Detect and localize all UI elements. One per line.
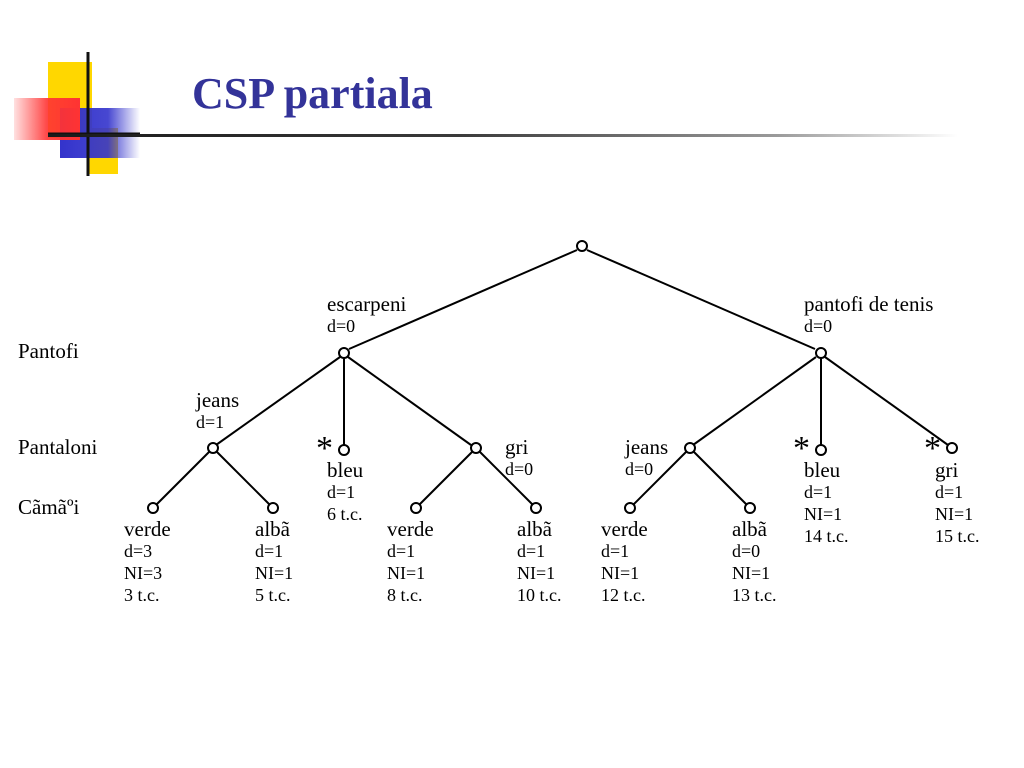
node-info: d=1: [517, 541, 546, 561]
title-rule: [48, 134, 958, 137]
node-info: d=1: [804, 482, 833, 502]
node-name: gri: [505, 435, 529, 459]
node-info: 14 t.c.: [804, 526, 849, 546]
slide-title: CSP partiala: [192, 69, 433, 118]
node-label-escarpeni: escarpeni d=0: [327, 294, 406, 337]
node-verde1: [147, 502, 159, 514]
node-info: 8 t.c.: [387, 585, 423, 605]
node-label-gri2: gri d=1 NI=1 15 t.c.: [935, 460, 980, 547]
node-info: d=0: [505, 459, 534, 479]
node-alba3: [744, 502, 756, 514]
node-info: d=1: [601, 541, 630, 561]
node-root: [576, 240, 588, 252]
node-name: albã: [517, 517, 552, 541]
node-verde2: [410, 502, 422, 514]
node-info: NI=1: [387, 563, 426, 583]
node-name: jeans: [196, 388, 240, 412]
node-name: verde: [387, 517, 434, 541]
edge-pantofi-jeans: [692, 356, 817, 446]
pruned-marker-bleu1: *: [316, 430, 333, 467]
edge-jeans2-alba: [693, 451, 747, 505]
node-label-verde1: verde d=3 NI=3 3 t.c.: [124, 519, 171, 606]
node-name: pantofi de tenis: [804, 292, 934, 316]
node-info: d=1: [255, 541, 284, 561]
node-name: gri: [935, 458, 959, 482]
node-label-verde3: verde d=1 NI=1 12 t.c.: [601, 519, 648, 606]
node-name: bleu: [804, 458, 841, 482]
node-info: d=1: [327, 482, 356, 502]
node-name: escarpeni: [327, 292, 407, 316]
edge-jeans1-verde: [156, 451, 210, 505]
node-info: NI=1: [255, 563, 294, 583]
node-gri2: [946, 442, 958, 454]
node-info: NI=1: [804, 504, 843, 524]
node-info: 5 t.c.: [255, 585, 291, 605]
edge-gri1-alba: [479, 451, 533, 505]
edge-gri1-verde: [419, 451, 473, 505]
node-info: NI=1: [601, 563, 640, 583]
node-info: d=1: [196, 412, 225, 432]
node-verde3: [624, 502, 636, 514]
node-label-alba1: albã d=1 NI=1 5 t.c.: [255, 519, 293, 606]
node-name: jeans: [625, 435, 669, 459]
node-info: d=0: [732, 541, 761, 561]
node-info: NI=1: [732, 563, 771, 583]
node-label-jeans1: jeans d=1: [196, 390, 239, 433]
node-alba1: [267, 502, 279, 514]
node-gri1: [470, 442, 482, 454]
node-info: 3 t.c.: [124, 585, 160, 605]
node-info: NI=1: [517, 563, 556, 583]
node-info: d=0: [625, 459, 654, 479]
row-label-pantofi: Pantofi: [18, 339, 79, 363]
edge-escarpeni-gri: [347, 356, 472, 446]
node-info: NI=1: [935, 504, 974, 524]
node-info: d=0: [327, 316, 356, 336]
edge-root-escarpeni: [348, 249, 578, 350]
node-label-alba2: albã d=1 NI=1 10 t.c.: [517, 519, 562, 606]
pruned-marker-gri2: *: [924, 430, 941, 467]
node-jeans1: [207, 442, 219, 454]
node-info: 12 t.c.: [601, 585, 646, 605]
node-label-verde2: verde d=1 NI=1 8 t.c.: [387, 519, 434, 606]
node-pantofi-tenis: [815, 347, 827, 359]
node-name: bleu: [327, 458, 364, 482]
node-info: 13 t.c.: [732, 585, 777, 605]
pruned-marker-bleu2: *: [793, 430, 810, 467]
node-bleu2: [815, 444, 827, 456]
node-info: NI=3: [124, 563, 163, 583]
node-escarpeni: [338, 347, 350, 359]
node-name: albã: [732, 517, 767, 541]
edge-jeans1-alba: [216, 451, 270, 505]
node-label-pantofi-tenis: pantofi de tenis d=0: [804, 294, 933, 337]
edge-escarpeni-jeans: [215, 356, 341, 446]
node-label-gri1: gri d=0: [505, 437, 533, 480]
node-info: d=1: [935, 482, 964, 502]
row-label-camasi: Cãmãºi: [18, 495, 80, 519]
node-label-alba3: albã d=0 NI=1 13 t.c.: [732, 519, 777, 606]
node-info: 15 t.c.: [935, 526, 980, 546]
edge-root-pantofi-tenis: [586, 249, 816, 350]
node-name: verde: [124, 517, 171, 541]
edge-jeans2-verde: [633, 451, 687, 505]
node-info: d=1: [387, 541, 416, 561]
node-label-bleu1: bleu d=1 6 t.c.: [327, 460, 363, 525]
node-label-bleu2: bleu d=1 NI=1 14 t.c.: [804, 460, 849, 547]
node-info: d=0: [804, 316, 833, 336]
node-jeans2: [684, 442, 696, 454]
node-info: 6 t.c.: [327, 504, 363, 524]
node-label-jeans2: jeans d=0: [625, 437, 668, 480]
node-name: verde: [601, 517, 648, 541]
row-label-pantaloni: Pantaloni: [18, 435, 98, 459]
node-info: d=3: [124, 541, 153, 561]
node-name: albã: [255, 517, 290, 541]
node-info: 10 t.c.: [517, 585, 562, 605]
node-bleu1: [338, 444, 350, 456]
edge-pantofi-gri: [824, 356, 949, 446]
node-alba2: [530, 502, 542, 514]
